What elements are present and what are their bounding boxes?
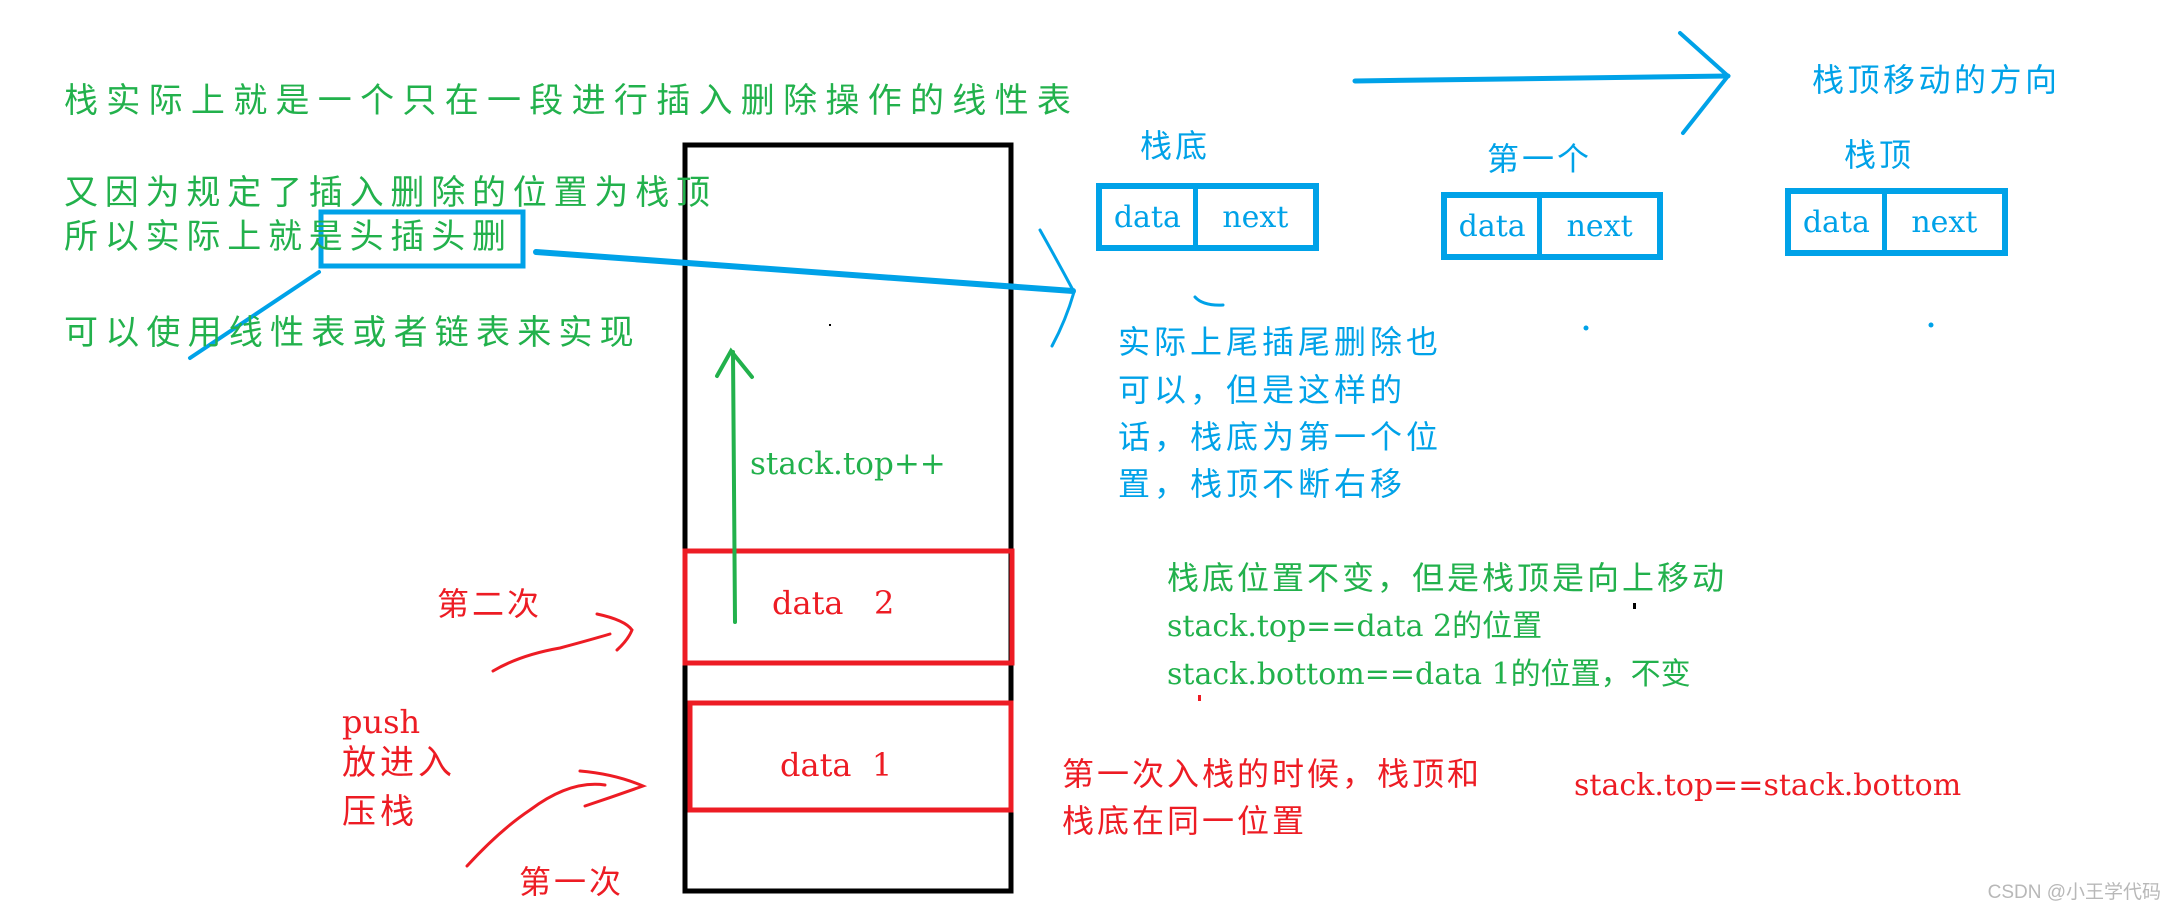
top-increment-label: stack.top++ — [750, 446, 946, 482]
stack-slot-data1 — [687, 700, 1014, 813]
bottom-position-note: stack.bottom==data 1的位置，不变 — [1167, 657, 1691, 692]
note-implementation: 可以使用线性表或者链表来实现 — [64, 313, 641, 353]
press-stack-label: 压栈 — [342, 792, 418, 832]
push-label: push — [342, 703, 421, 741]
node-data-field: data — [1447, 198, 1543, 254]
list-node-first: data next — [1441, 192, 1663, 260]
bottom-fixed-note: 栈底位置不变，但是栈顶是向上移动 — [1167, 559, 1728, 597]
first-push-note-line: 栈底在同一位置 — [1062, 802, 1308, 840]
stack-container — [682, 142, 1014, 894]
slot-label-data1: data 1 — [780, 746, 893, 784]
stray-mark — [1633, 603, 1636, 609]
note-head-insert-delete: 所以实际上就是头插头删 — [64, 220, 513, 254]
stray-mark — [1198, 695, 1201, 701]
put-in-label: 放进入 — [342, 743, 456, 783]
highlight-strike-line — [188, 270, 321, 360]
slot-label-data2: data 2 — [772, 584, 895, 622]
first-push-note-line: 第一次入栈的时候，栈顶和 — [1062, 755, 1483, 793]
note-highlight-text: 头插头删 — [349, 217, 513, 257]
push-arrow-second — [491, 612, 634, 673]
top-position-note: stack.top==data 2的位置 — [1167, 609, 1543, 644]
second-push-label: 第二次 — [437, 585, 543, 623]
first-push-label: 第一次 — [519, 863, 625, 901]
note-prefix: 所以实际上就是 — [64, 217, 350, 257]
head-insert-arrow — [533, 228, 1076, 348]
tail-note-line: 话，栈底为第一个位 — [1118, 418, 1443, 456]
list-node-top: data next — [1785, 188, 2008, 256]
dot-mark — [1583, 325, 1589, 331]
node-title-bottom: 栈底 — [1140, 127, 1211, 165]
direction-label: 栈顶移动的方向 — [1812, 61, 2061, 99]
node-title-first: 第一个 — [1487, 140, 1593, 178]
highlight-box — [318, 209, 526, 269]
dot-mark — [1928, 322, 1934, 328]
stray-mark — [829, 324, 831, 326]
note-stack-definition: 栈实际上就是一个只在一段进行插入删除操作的线性表 — [64, 81, 1080, 121]
note-insert-position: 又因为规定了插入删除的位置为栈顶 — [64, 173, 717, 213]
squiggle-mark — [1193, 295, 1225, 307]
tail-note-line: 实际上尾插尾删除也 — [1118, 323, 1443, 361]
node-title-top: 栈顶 — [1844, 136, 1915, 174]
list-node-bottom: data next — [1096, 183, 1319, 251]
node-next-field: next — [1911, 204, 1978, 240]
top-equals-bottom-note: stack.top==stack.bottom — [1574, 768, 1962, 803]
watermark: CSDN @小王学代码 — [1987, 882, 2161, 903]
top-increment-arrow — [715, 347, 754, 624]
node-data-field: data — [1791, 194, 1887, 250]
node-data-field: data — [1102, 189, 1198, 245]
stack-slot-data2 — [682, 548, 1015, 666]
push-arrow-first — [465, 769, 648, 868]
direction-arrow — [1352, 31, 1731, 135]
node-next-field: next — [1566, 208, 1633, 244]
tail-note-line: 置，栈顶不断右移 — [1118, 465, 1407, 503]
tail-note-line: 可以，但是这样的 — [1118, 371, 1407, 409]
node-next-field: next — [1222, 199, 1289, 235]
